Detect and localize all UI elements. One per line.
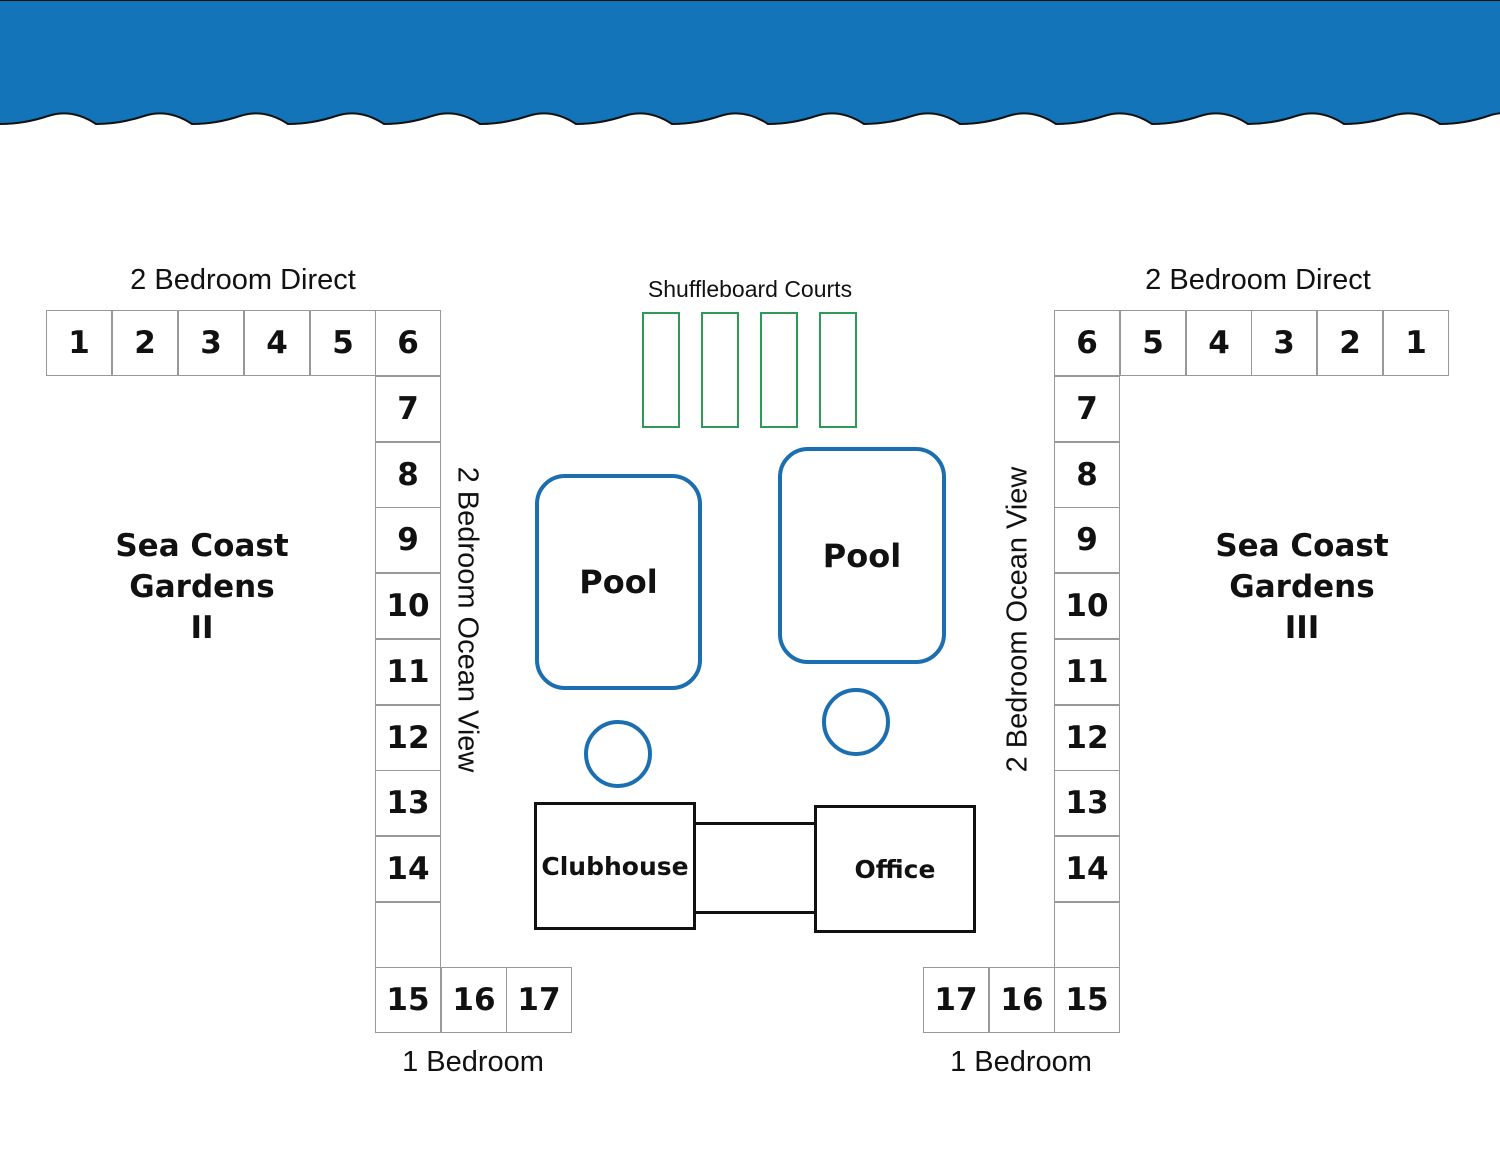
unit-cell: 10 [375,573,441,639]
unit-cell: 14 [1054,836,1120,902]
shuffleboard-courts-label: Shuffleboard Courts [647,276,853,302]
unit-cell: 9 [375,507,441,573]
left-direct-label: 2 Bedroom Direct [130,264,356,296]
unit-cell: 4 [1186,310,1252,376]
unit-cell: 17 [506,967,572,1033]
unit-cell: 10 [1054,573,1120,639]
hot-tub-right [822,688,890,756]
left-complex-name: Sea Coast Gardens II [40,526,364,649]
unit-cell [375,902,441,968]
pool-left: Pool [535,474,702,690]
clubhouse: Clubhouse [534,802,696,930]
pool-right: Pool [778,447,946,664]
unit-cell: 6 [375,310,441,376]
left-onebed-label: 1 Bedroom [402,1046,544,1078]
unit-cell: 15 [1054,967,1120,1033]
pool-right-label: Pool [822,536,902,575]
unit-cell: 17 [923,967,989,1033]
hot-tub-left [584,720,652,788]
unit-cell: 3 [1251,310,1317,376]
office-label: Office [854,854,936,884]
unit-cell: 14 [375,836,441,902]
unit-cell: 13 [375,770,441,836]
unit-cell: 8 [1054,442,1120,508]
right-complex-name: Sea Coast Gardens III [1140,526,1464,649]
unit-cell: 3 [178,310,244,376]
unit-cell: 12 [375,705,441,771]
unit-cell: 12 [1054,705,1120,771]
unit-cell: 5 [310,310,376,376]
unit-cell: 16 [441,967,507,1033]
ocean-water [0,0,1500,126]
shuffleboard-court [642,312,680,428]
shuffleboard-court [760,312,798,428]
right-oceanview-label: 2 Bedroom Ocean View [1001,466,1034,772]
walkway [692,822,818,914]
right-complex-name-line1: Sea Coast Gardens [1215,528,1389,605]
unit-cell: 7 [375,376,441,442]
unit-cell: 2 [112,310,178,376]
unit-cell: 2 [1317,310,1383,376]
clubhouse-label: Clubhouse [541,851,689,881]
unit-cell: 1 [46,310,112,376]
unit-cell: 1 [1383,310,1449,376]
right-direct-label: 2 Bedroom Direct [1145,264,1371,296]
office: Office [814,805,976,933]
unit-cell: 6 [1054,310,1120,376]
unit-cell: 15 [375,967,441,1033]
right-complex-name-line2: III [1284,610,1320,646]
unit-cell: 13 [1054,770,1120,836]
unit-cell [1054,902,1120,968]
unit-cell: 5 [1120,310,1186,376]
unit-cell: 11 [1054,639,1120,705]
unit-cell: 7 [1054,376,1120,442]
unit-cell: 4 [244,310,310,376]
left-complex-name-line1: Sea Coast Gardens [115,528,289,605]
left-oceanview-label: 2 Bedroom Ocean View [451,466,484,772]
unit-cell: 11 [375,639,441,705]
unit-cell: 9 [1054,507,1120,573]
unit-cell: 16 [989,967,1055,1033]
left-complex-name-line2: II [190,610,214,646]
shuffleboard-court [701,312,739,428]
unit-cell: 8 [375,442,441,508]
shuffleboard-court [819,312,857,428]
ocean-band [0,0,1500,126]
pool-left-label: Pool [579,563,658,601]
right-onebed-label: 1 Bedroom [950,1046,1092,1078]
